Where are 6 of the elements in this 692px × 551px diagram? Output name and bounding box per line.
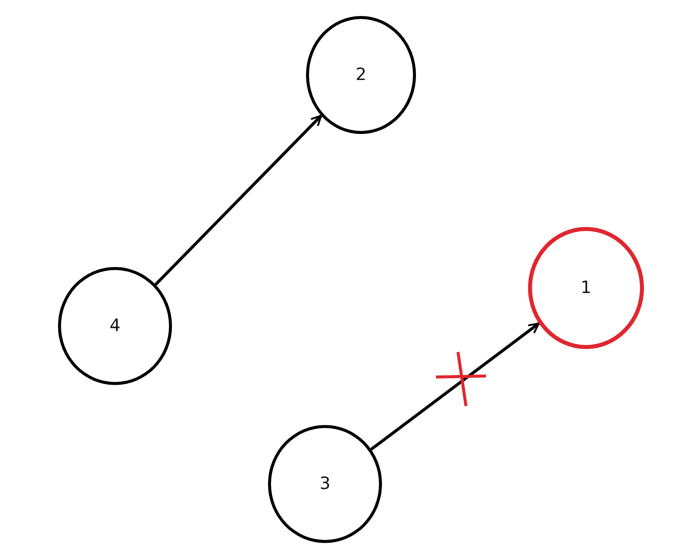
- node-label: 1: [580, 278, 592, 298]
- arrow: [370, 322, 540, 451]
- node-label: 2: [356, 65, 366, 85]
- node-label: 3: [320, 474, 330, 494]
- arrow: [154, 114, 322, 286]
- node-label: 4: [110, 316, 120, 336]
